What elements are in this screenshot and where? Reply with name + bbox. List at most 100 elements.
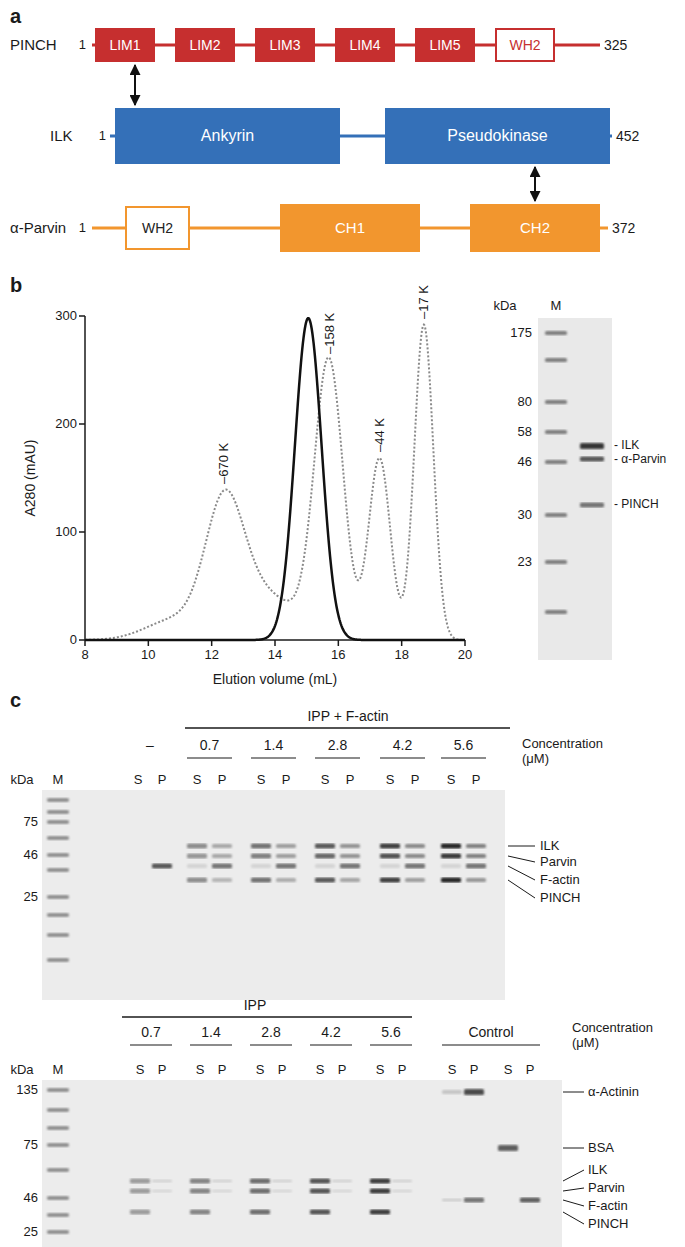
domain-box: LIM5 xyxy=(415,28,475,62)
gel-band xyxy=(580,443,604,449)
panel-letter: c xyxy=(10,689,21,712)
gel-band xyxy=(370,1210,390,1215)
peak-marker: –17 K xyxy=(416,285,431,319)
gel-band xyxy=(392,1190,412,1193)
band-label: α-Actinin xyxy=(588,1085,639,1100)
gel-band xyxy=(315,878,335,883)
axis-tick: 12 xyxy=(204,648,218,663)
gel-band xyxy=(276,878,296,882)
axis-tick: 100 xyxy=(55,525,77,540)
protein-name: PINCH xyxy=(10,36,57,53)
gel-band xyxy=(47,913,69,917)
gel-band xyxy=(152,864,172,869)
gel-band xyxy=(405,878,425,882)
marker-size: 58 xyxy=(518,425,532,440)
gel-band xyxy=(441,864,461,868)
gel-band xyxy=(380,864,400,868)
domain-box: CH1 xyxy=(280,204,420,252)
domain-name: Ankyrin xyxy=(201,127,254,145)
marker-size: 25 xyxy=(24,1225,38,1240)
group-bracket xyxy=(370,1044,412,1045)
sample-trace xyxy=(85,318,465,640)
gel-band xyxy=(340,864,360,869)
gel-background xyxy=(538,318,612,660)
gel-band xyxy=(251,864,271,868)
tick-mark xyxy=(79,315,85,317)
gel-band xyxy=(405,864,425,869)
leader-line xyxy=(563,1188,584,1191)
gel-band xyxy=(130,1189,150,1194)
gel-band xyxy=(340,878,360,882)
gel-band xyxy=(212,1180,232,1183)
gel-band xyxy=(152,1180,172,1183)
gel-band xyxy=(212,1190,232,1193)
gel-band xyxy=(187,864,207,868)
y-axis xyxy=(84,316,86,640)
gel-band xyxy=(466,854,486,858)
binding-arrow xyxy=(134,65,136,105)
domain-name: CH2 xyxy=(520,219,550,236)
axis-tick: 200 xyxy=(55,417,77,432)
axis-tick: 14 xyxy=(268,648,282,663)
marker-size: 75 xyxy=(24,1138,38,1153)
domain-name: LIM4 xyxy=(349,37,380,53)
domain-name: WH2 xyxy=(142,220,173,236)
gel-band xyxy=(545,610,567,614)
tick-mark xyxy=(338,640,340,646)
band-label: ILK xyxy=(588,1163,608,1178)
marker-size: 23 xyxy=(518,555,532,570)
lane-label: P xyxy=(158,1063,167,1078)
gel-band xyxy=(310,1179,330,1184)
gel-band xyxy=(405,844,425,848)
domain-box: Pseudokinase xyxy=(385,108,610,164)
gel-band xyxy=(442,1090,462,1094)
gel-band xyxy=(47,798,69,802)
gel-band xyxy=(152,1190,172,1193)
lane-label: S xyxy=(386,773,395,788)
gel-band xyxy=(250,1189,270,1194)
gel-band xyxy=(130,1210,150,1215)
gel-band xyxy=(187,844,207,849)
gel-band xyxy=(380,844,400,849)
residue-number: 452 xyxy=(616,128,639,144)
group-label: IPP + F-actin xyxy=(307,708,388,724)
leader-line xyxy=(563,1092,584,1093)
residue-number: 1 xyxy=(79,221,86,236)
gel-band xyxy=(212,844,232,848)
panel-letter: a xyxy=(10,5,21,28)
lane-label: S xyxy=(136,1063,145,1078)
gel-band xyxy=(190,1179,210,1184)
gel-band xyxy=(47,895,69,899)
gel-band xyxy=(47,1108,69,1112)
lane-label: P xyxy=(472,773,481,788)
band-label: F-actin xyxy=(540,873,580,888)
gel-band xyxy=(466,864,486,869)
domain-name: LIM2 xyxy=(189,37,220,53)
gel-band xyxy=(580,457,604,462)
gel-band xyxy=(47,1230,69,1234)
domain-box: CH2 xyxy=(470,204,600,252)
domain-name: LIM3 xyxy=(269,37,300,53)
axis-title: kDa xyxy=(10,1063,33,1078)
lane-label: P xyxy=(470,1063,479,1078)
gel-band xyxy=(310,1210,330,1215)
leader-line xyxy=(563,1170,584,1181)
gel-band xyxy=(441,878,461,883)
gel-band xyxy=(47,836,69,840)
lane-label: S xyxy=(376,1063,385,1078)
gel-band xyxy=(47,810,69,814)
gel-band xyxy=(545,513,567,517)
group-label: Control xyxy=(468,1024,513,1040)
axis-title: kDa xyxy=(493,299,516,314)
gel-band xyxy=(315,844,335,849)
gel-band xyxy=(545,560,567,564)
gel-band xyxy=(130,1179,150,1184)
concentration: 5.6 xyxy=(454,737,473,753)
axis-title: Concentration (μM) xyxy=(522,737,622,767)
gel-band xyxy=(441,844,461,849)
gel-band xyxy=(441,854,461,859)
leader-line xyxy=(563,1148,584,1149)
group-bracket xyxy=(310,1044,352,1045)
marker-size: 175 xyxy=(510,326,532,341)
